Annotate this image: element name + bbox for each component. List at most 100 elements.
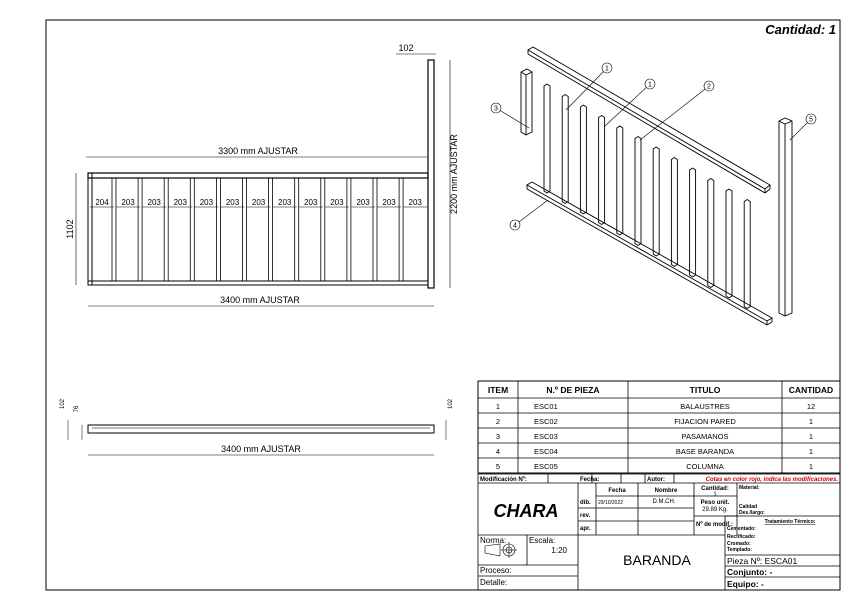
mod-label: Modificación Nº: [480,477,527,483]
deslargo-label: Des./largo: [739,510,765,516]
dim-c: 102 [448,398,454,409]
table-cell: 1 [809,417,813,426]
quantity-label: Cantidad: 1 [765,22,836,37]
dim-spacing: 203 [226,198,240,207]
baluster [215,177,221,282]
leader-line [604,83,651,127]
balloon [644,78,656,90]
balloon [805,113,817,125]
leader-line [514,199,549,226]
baluster [268,177,274,282]
table-cell: 2 [496,417,500,426]
iso-baluster [616,125,624,236]
table-cell: ESC05 [534,462,558,471]
balloon-number: 1 [605,66,609,73]
pieza-number: Pieza Nº: ESCA01 [727,556,797,566]
iso-column [778,117,793,317]
baluster [346,177,352,282]
balloon-number: 3 [494,106,498,113]
rev-label: rev. [580,513,591,519]
table-header: ITEM [488,385,508,395]
iso-baluster [670,156,678,268]
dim-top-width: 3300 mm AJUSTAR [218,146,298,156]
isometric-view [520,46,793,326]
baluster [398,177,404,282]
table-cell: PASAMANOS [682,432,729,441]
cromado-label: Cromado: [727,541,751,547]
balloon-number: 1 [648,82,652,89]
col-fecha: Fecha [608,488,626,494]
iso-baluster [689,167,697,278]
drawing-title: BARANDA [623,552,691,568]
iso-baluster [543,83,551,194]
dim-height: 1102 [65,219,75,238]
dim-post-height: 2200 mm AJUSTAR [449,134,459,214]
autor-label: Autor: [647,477,665,483]
base-rail [87,280,429,286]
table-cell: ESC04 [534,447,558,456]
table-cell: BALAUSTRES [680,402,730,411]
handrail [87,172,429,179]
sheet-border [45,19,841,591]
table-cell: 1 [496,402,500,411]
table-header: N.º DE PIEZA [546,385,599,395]
proceso-label: Proceso: [480,566,512,575]
projection-symbol-icon [484,542,517,558]
iso-baluster [652,146,660,257]
material-label: Material: [739,485,760,491]
leader-line [565,67,608,111]
dim-spacing: 203 [121,198,135,207]
top-view: 3400 mm AJUSTAR 102 76 102 [60,398,454,456]
table-cell: 1 [809,432,813,441]
balloon [601,62,613,74]
equipo-label: Equipo: - [727,579,764,589]
balloon [703,80,715,92]
baluster [189,177,195,282]
iso-baluster [707,177,715,289]
balloon [509,219,521,231]
table-cell: COLUMNA [686,462,724,471]
conjunto-label: Conjunto: - [727,567,772,577]
table-cell: 3 [496,432,500,441]
dim-spacing: 203 [148,198,162,207]
dim-spacing: 203 [304,198,318,207]
baluster [137,177,143,282]
dim-spacing: 203 [278,198,292,207]
dim-a: 102 [60,398,66,409]
table-cell: BASE BARANDA [676,447,734,456]
baluster [294,177,300,282]
iso-baluster [743,198,751,310]
nmodif-label: Nº de modif.: [696,522,733,528]
peso-label: Peso unit. [701,500,730,506]
baluster [242,177,247,282]
top-view-outline [87,424,435,434]
modification-note: Cotas en color rojo, indica las modifica… [706,477,839,483]
dib-date: 29/10/2022 [598,500,623,506]
fecha-label: Fecha: [580,477,599,483]
iso-handrail [527,46,771,190]
cantidad-value: 1 [713,492,717,498]
col-nombre: Nombre [655,488,678,494]
rectificado-label: Rectificado: [727,534,756,540]
iso-baluster [634,135,642,247]
baluster [163,177,169,282]
iso-baluster [561,93,569,205]
baluster [372,177,378,282]
tratamiento-label: Tratamiento Térmico: [765,519,816,525]
detalle-label: Detalle: [480,578,507,587]
dim-spacing: 203 [174,198,188,207]
cantidad-label: Cantidad: [701,486,729,492]
company-logo-text: CHARA [494,501,559,521]
templado-label: Templado: [727,547,752,553]
front-view: 3300 mm AJUSTAR 3400 mm AJUSTAR 1102 220… [65,43,459,307]
table-cell: ESC01 [534,402,558,411]
column [427,59,435,289]
dim-spacing: 204 [95,198,109,207]
table-cell: 5 [496,462,500,471]
dim-bottom-width: 3400 mm AJUSTAR [220,295,300,305]
leader-line [495,107,530,129]
dim-top-view-width: 3400 mm AJUSTAR [221,444,301,454]
